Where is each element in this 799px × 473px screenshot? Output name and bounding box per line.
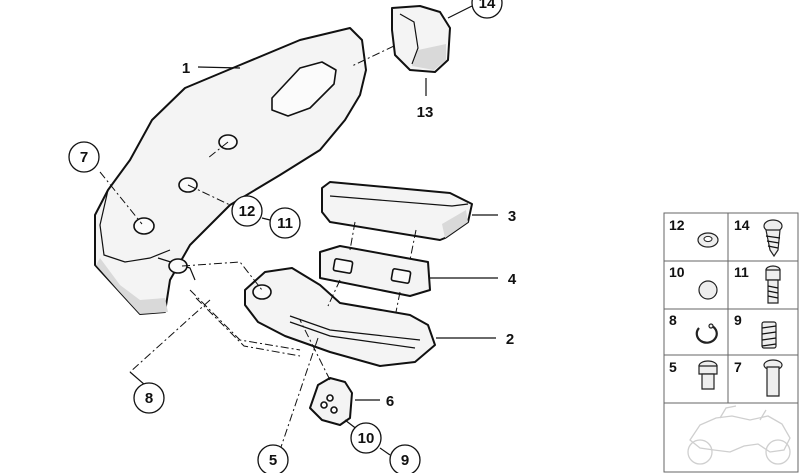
callout-12: 12 bbox=[231, 195, 263, 227]
parts-table: 12 14 10 11 8 9 5 7 bbox=[663, 212, 799, 473]
table-label-14: 14 bbox=[734, 217, 750, 233]
plate-part bbox=[319, 245, 431, 297]
callout-7: 7 bbox=[68, 141, 100, 173]
small-bracket-part bbox=[309, 377, 353, 426]
svg-text:8: 8 bbox=[145, 390, 153, 407]
label-part-6: 6 bbox=[386, 393, 394, 410]
label-part-1: 1 bbox=[182, 60, 190, 77]
callout-8: 8 bbox=[133, 382, 165, 414]
svg-text:10: 10 bbox=[358, 430, 375, 447]
washer-icon bbox=[697, 232, 719, 248]
table-label-8: 8 bbox=[669, 312, 677, 328]
pin-icon bbox=[763, 359, 783, 397]
table-label-5: 5 bbox=[669, 359, 677, 375]
leader-lines bbox=[129, 5, 498, 456]
motorcycle-thumbnail-icon bbox=[687, 405, 791, 465]
table-label-11: 11 bbox=[734, 264, 749, 280]
table-label-12: 12 bbox=[669, 217, 685, 233]
circlip-icon bbox=[695, 323, 718, 344]
pad-part bbox=[321, 181, 473, 241]
label-part-3: 3 bbox=[508, 208, 516, 225]
label-part-2: 2 bbox=[506, 331, 514, 348]
label-part-4: 4 bbox=[508, 271, 517, 288]
svg-text:11: 11 bbox=[277, 215, 293, 232]
svg-text:12: 12 bbox=[239, 203, 256, 220]
callout-9: 9 bbox=[389, 444, 421, 473]
callout-14: 14 bbox=[471, 0, 503, 19]
svg-text:14: 14 bbox=[479, 0, 496, 12]
short-bolt-icon bbox=[698, 360, 718, 390]
svg-text:5: 5 bbox=[269, 452, 277, 469]
ball-icon bbox=[698, 280, 718, 300]
svg-text:7: 7 bbox=[80, 149, 88, 166]
callout-11: 11 bbox=[269, 207, 301, 239]
table-label-7: 7 bbox=[734, 359, 742, 375]
cap-part bbox=[391, 5, 451, 73]
svg-text:9: 9 bbox=[401, 452, 409, 469]
callout-5: 5 bbox=[257, 444, 289, 473]
callout-10: 10 bbox=[350, 422, 382, 454]
socket-bolt-icon bbox=[765, 265, 781, 304]
tapping-screw-icon bbox=[763, 219, 783, 258]
assembly-lines bbox=[99, 45, 417, 451]
spring-icon bbox=[761, 321, 777, 349]
main-bracket-part bbox=[94, 27, 367, 315]
table-label-9: 9 bbox=[734, 312, 742, 328]
label-part-13: 13 bbox=[417, 104, 434, 121]
table-label-10: 10 bbox=[669, 264, 685, 280]
